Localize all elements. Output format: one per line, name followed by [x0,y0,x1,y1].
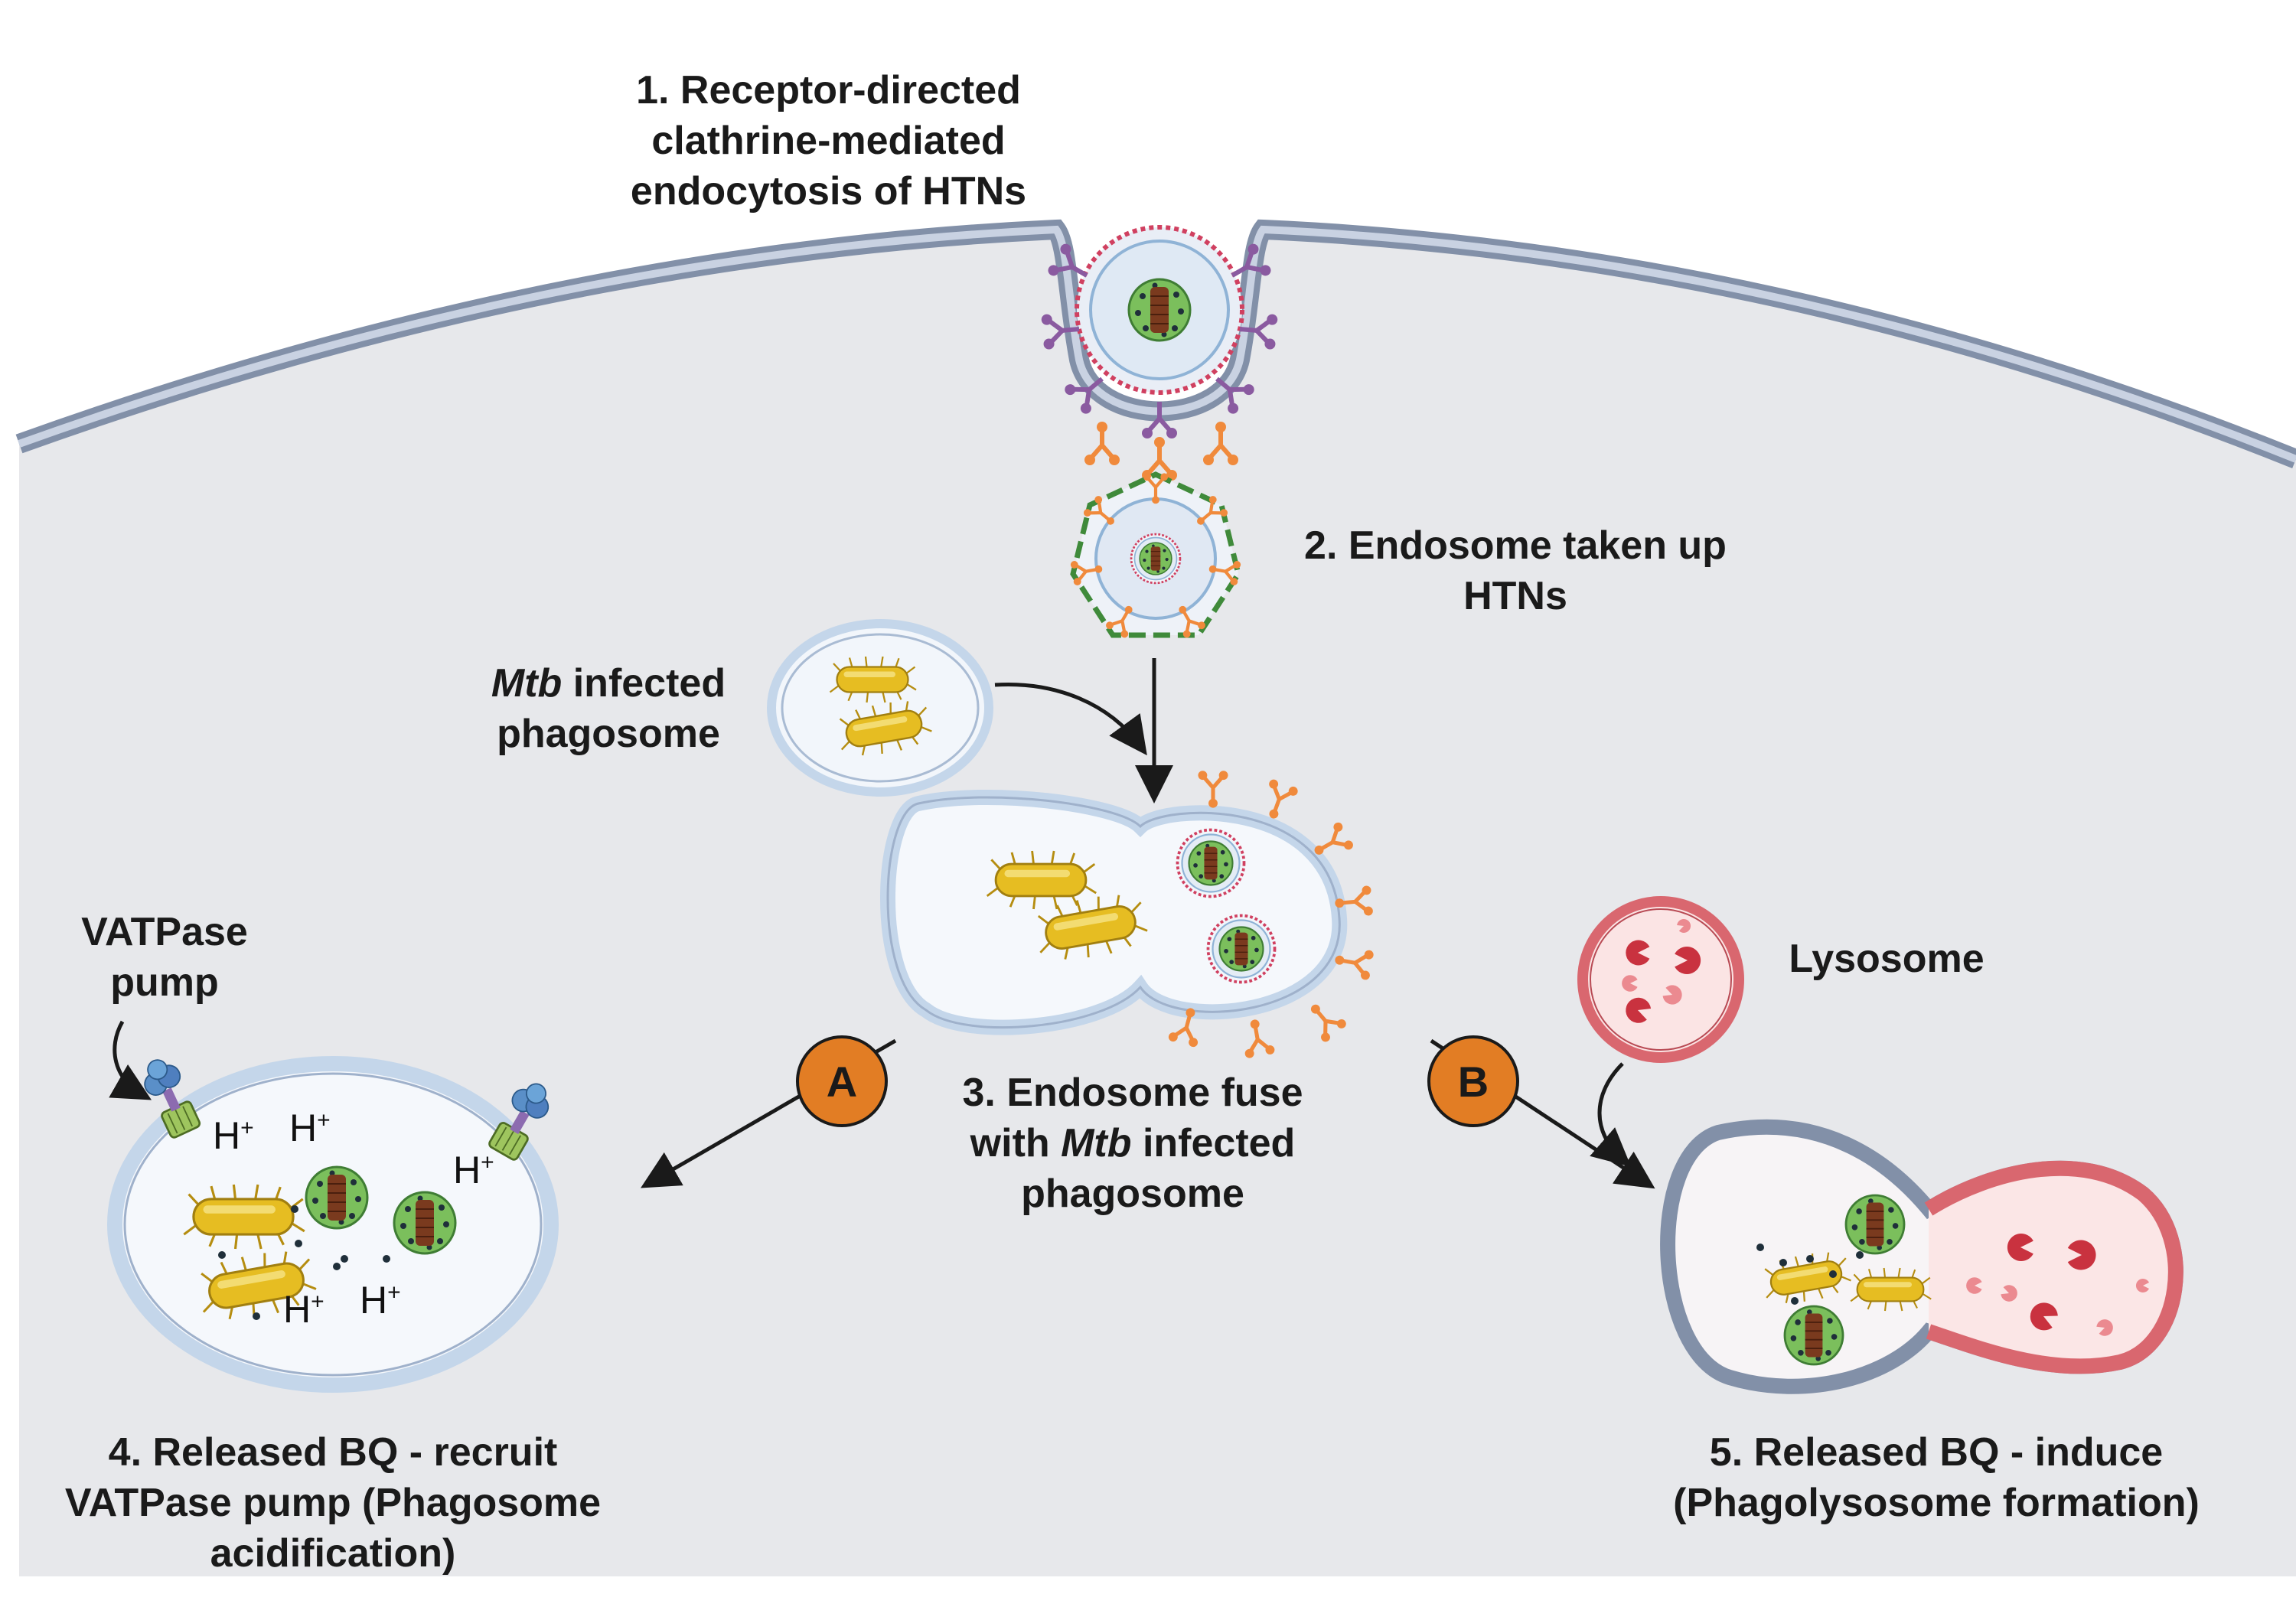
phagolysosome [1660,1119,2183,1394]
htn-nanoparticle-entering [1075,225,1244,395]
proton-label: H+ [360,1279,401,1322]
proton-label: H+ [453,1149,494,1191]
vatpase-pump-label: VATPase pump [81,910,248,1005]
clathrin-endosome [1070,471,1241,639]
step4-label: 4. Released BQ - recruit VATPase pump (P… [64,1430,602,1576]
proton-label: H+ [213,1114,254,1157]
fused-phagosome [880,771,1375,1058]
step5-label: 5. Released BQ - induce (Phagolysosome f… [1673,1430,2200,1525]
acidified-phagosome [107,1056,559,1393]
step1-label: 1. Receptor-directed clathrine-mediated … [630,68,1027,214]
pathway-b-badge: B [1427,1035,1519,1127]
step2-label: 2. Endosome taken up HTNs [1304,523,1727,618]
step3-label: 3. Endosome fuse with Mtb infected phago… [962,1071,1303,1216]
phagosome-label: Mtb infected phagosome [491,661,726,756]
proton-label: H+ [289,1107,331,1149]
lysosome-label: Lysosome [1789,937,1985,981]
proton-label: H+ [283,1288,325,1331]
lysosome [1577,896,1744,1063]
mtb-infected-phagosome [767,619,993,797]
pathway-a-badge: A [796,1035,888,1127]
